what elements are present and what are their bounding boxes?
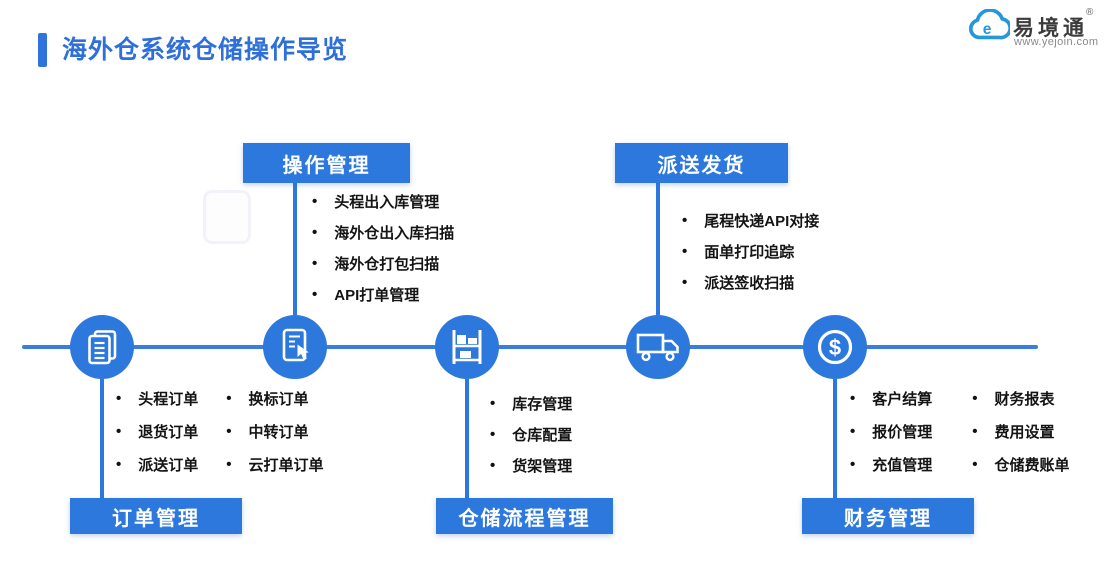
list-item: API打单管理 [312, 279, 454, 310]
storage-shelf-icon [452, 330, 482, 364]
list-item: 头程出入库管理 [312, 186, 454, 217]
orders-feature-list: 头程订单 退货订单 派送订单 换标订单 中转订单 云打单订单 [116, 382, 324, 481]
group-box-orders: 订单管理 [70, 498, 242, 534]
connector-warehouse [465, 379, 469, 498]
list-item: 货架管理 [490, 450, 572, 481]
list-item: 充值管理 [850, 448, 932, 481]
list-item: 头程订单 [116, 382, 198, 415]
finance-list-col1: 客户结算 报价管理 充值管理 [850, 382, 932, 481]
list-item: 派送订单 [116, 448, 198, 481]
order-documents-icon [88, 329, 117, 364]
orders-list-col2: 换标订单 中转订单 云打单订单 [226, 382, 324, 481]
group-box-warehouse: 仓储流程管理 [436, 498, 613, 534]
svg-text:e: e [983, 21, 992, 38]
orders-list-col1: 头程订单 退货订单 派送订单 [116, 382, 198, 481]
yejoin-cloud-logo-icon: e [969, 9, 1010, 40]
delivery-truck-icon [636, 333, 679, 362]
logo-brand-text: 易境通 [1013, 17, 1088, 40]
list-item: 客户结算 [850, 382, 932, 415]
title-accent-bar [38, 33, 47, 67]
milestone-warehouse [435, 315, 499, 379]
milestone-finance: $ [803, 315, 867, 379]
milestone-orders [70, 315, 134, 379]
list-item: 换标订单 [226, 382, 323, 415]
page-title: 海外仓系统仓储操作导览 [62, 36, 349, 64]
list-item: 云打单订单 [226, 448, 324, 481]
dollar-coin-icon: $ [817, 329, 853, 365]
logo-trademark: ® [1086, 7, 1094, 18]
finance-feature-list: 客户结算 报价管理 充值管理 财务报表 费用设置 仓储费账单 [850, 382, 1070, 481]
connector-finance [833, 379, 837, 498]
list-item: 财务报表 [972, 382, 1069, 415]
group-box-operation: 操作管理 [243, 143, 410, 183]
list-item: 仓储费账单 [972, 448, 1070, 481]
list-item: 海外仓打包扫描 [312, 248, 454, 279]
connector-operation [293, 183, 297, 315]
milestone-operation [263, 315, 327, 379]
finance-list-col2: 财务报表 费用设置 仓储费账单 [972, 382, 1070, 481]
group-box-finance: 财务管理 [802, 498, 974, 534]
connector-delivery [656, 183, 660, 315]
list-item: 退货订单 [116, 415, 198, 448]
logo-website-text: www.yejoin.com [1014, 36, 1099, 48]
list-item: 报价管理 [850, 415, 932, 448]
group-box-delivery: 派送发货 [615, 143, 788, 183]
list-item: 库存管理 [490, 388, 572, 419]
list-item: 海外仓出入库扫描 [312, 217, 454, 248]
milestone-delivery [626, 315, 690, 379]
faint-watermark-icon [203, 190, 251, 244]
list-item: 面单打印追踪 [682, 236, 819, 267]
operation-feature-list: 头程出入库管理 海外仓出入库扫描 海外仓打包扫描 API打单管理 [312, 186, 454, 310]
connector-orders [100, 379, 104, 498]
list-item: 费用设置 [972, 415, 1069, 448]
timeline-line [22, 345, 1038, 349]
list-item: 中转订单 [226, 415, 323, 448]
warehouse-feature-list: 库存管理 仓库配置 货架管理 [490, 388, 572, 481]
svg-text:$: $ [829, 335, 841, 360]
list-item: 派送签收扫描 [682, 267, 819, 298]
list-item: 仓库配置 [490, 419, 572, 450]
handheld-scan-icon [282, 328, 309, 362]
list-item: 尾程快递API对接 [682, 205, 819, 236]
delivery-feature-list: 尾程快递API对接 面单打印追踪 派送签收扫描 [682, 205, 819, 298]
